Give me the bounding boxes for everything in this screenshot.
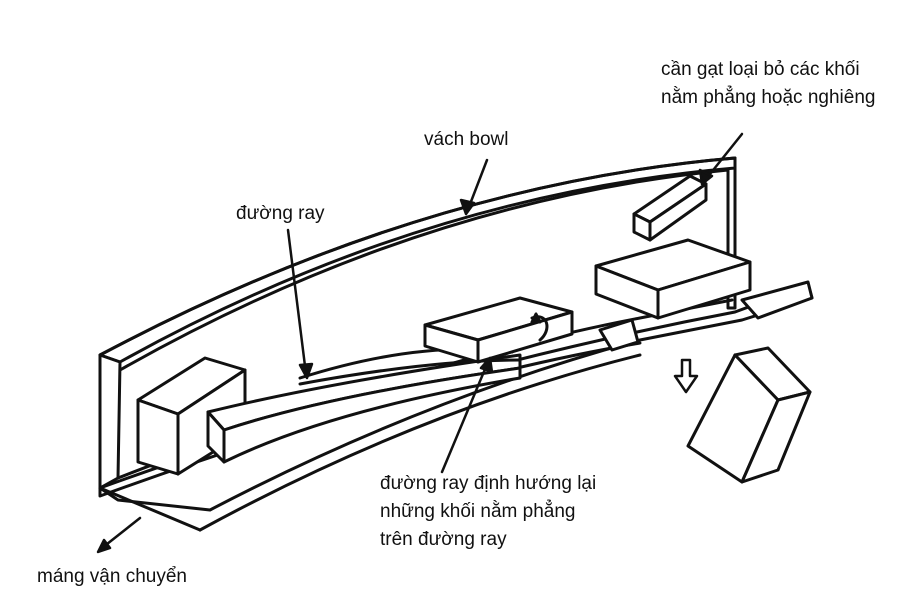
reorient-arrowhead-icon bbox=[479, 356, 494, 374]
reorient-label-line-1: đường ray định hướng lại bbox=[380, 473, 597, 494]
block-middle bbox=[423, 296, 574, 364]
bowl-wall bbox=[98, 156, 737, 490]
chute bbox=[98, 280, 814, 532]
chute-arrowhead-icon bbox=[96, 538, 112, 554]
chute-leader bbox=[100, 516, 142, 550]
falling-block bbox=[686, 346, 812, 484]
wiper-label: cần gạt loại bỏ các khối nằm phẳng hoặc … bbox=[661, 56, 875, 112]
chute-label-text: máng vận chuyển bbox=[37, 566, 187, 587]
reorient-label-line-3: trên đường ray bbox=[380, 529, 507, 550]
wiper-blade bbox=[632, 174, 708, 242]
chute-label: máng vận chuyển bbox=[37, 563, 187, 591]
bowl-wall-label: vách bowl bbox=[424, 126, 509, 154]
leader-lines bbox=[96, 132, 744, 554]
reorient-label-line-2: những khối nằm phẳng bbox=[380, 501, 576, 522]
wiper-arrowhead-icon bbox=[698, 168, 714, 186]
track-label: đường ray bbox=[236, 200, 325, 228]
reorient-leader bbox=[440, 360, 490, 474]
block-right bbox=[594, 238, 752, 320]
wiper-label-line-2: nằm phẳng hoặc nghiêng bbox=[661, 87, 876, 108]
bowl-wall-label-text: vách bowl bbox=[424, 129, 509, 150]
track-leader bbox=[286, 228, 308, 376]
track-rail bbox=[206, 353, 522, 464]
down-arrow-icon bbox=[673, 358, 699, 394]
wiper-label-line-1: cần gạt loại bỏ các khối bbox=[661, 59, 860, 80]
reorient-rail-label: đường ray định hướng lại những khối nằm … bbox=[380, 470, 596, 554]
bowl-wall-arrowhead-icon bbox=[459, 198, 476, 216]
track-arrowhead-icon bbox=[298, 362, 314, 380]
track-label-text: đường ray bbox=[236, 203, 325, 224]
